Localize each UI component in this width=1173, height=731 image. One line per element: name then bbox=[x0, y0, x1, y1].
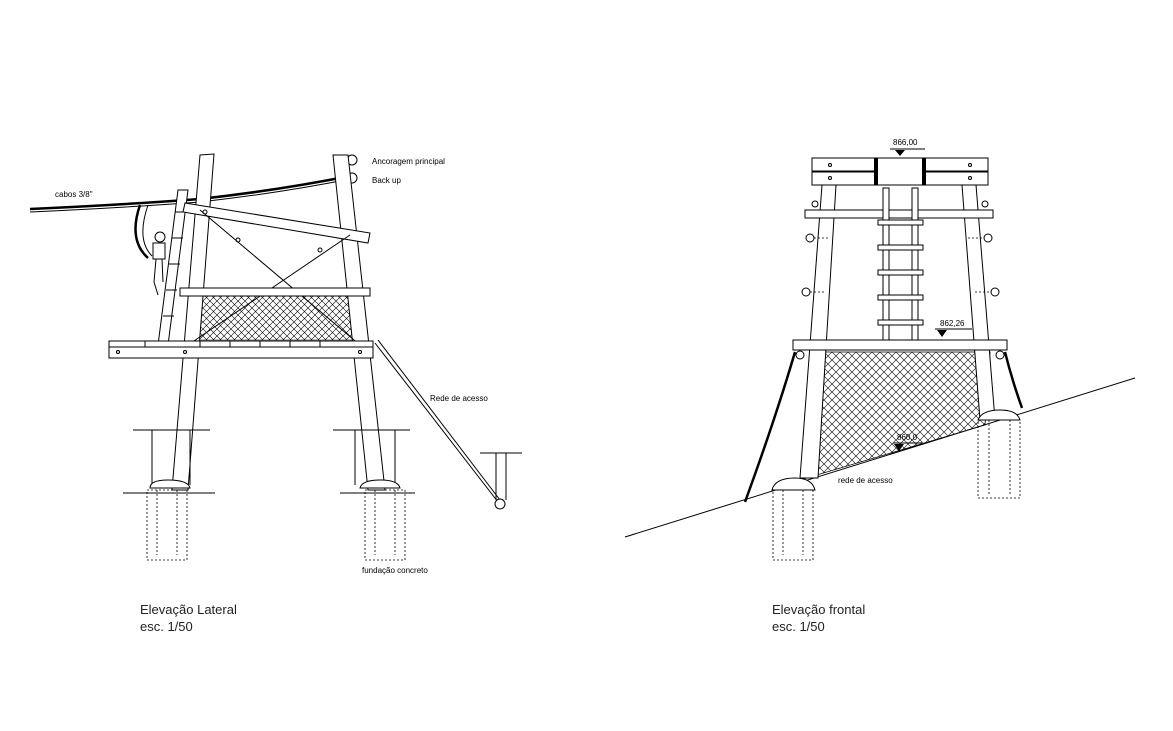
brace-a bbox=[199, 209, 361, 346]
crossbeam bbox=[804, 209, 994, 219]
upper-beam bbox=[182, 202, 371, 244]
main-anchor-label: Ancoragem principal bbox=[372, 157, 445, 166]
net-curve-right bbox=[1003, 351, 1024, 409]
front-platform bbox=[792, 339, 1008, 351]
access-net-area bbox=[799, 351, 991, 481]
level-marker-ground: 860,0 bbox=[893, 433, 922, 451]
ground-anchor bbox=[494, 498, 506, 510]
front-ladder bbox=[877, 187, 924, 341]
mid-rail bbox=[179, 287, 371, 297]
foundation-label: fundação concreto bbox=[362, 566, 428, 575]
access-net-label: Rede de acesso bbox=[430, 394, 488, 403]
deck-joists bbox=[144, 341, 321, 347]
front-access-net-label: rede de acesso bbox=[838, 476, 893, 485]
svg-text:862,26: 862,26 bbox=[940, 319, 965, 328]
front-left-pole bbox=[799, 184, 837, 479]
cable-label: cabos 3/8" bbox=[55, 190, 93, 199]
net-curve-left bbox=[743, 351, 797, 503]
safety-net bbox=[191, 294, 356, 341]
foundation-left bbox=[146, 430, 191, 561]
lateral-elevation: cabos 3/8" Ancoragem principal Back up R… bbox=[29, 153, 522, 634]
frontal-elevation: 866,00 862,26 860,0 rede de acesso Eleva… bbox=[624, 138, 1136, 634]
svg-text:866,00: 866,00 bbox=[893, 138, 918, 147]
level-marker-top: 866,00 bbox=[890, 138, 925, 156]
access-net-line bbox=[374, 342, 499, 503]
lateral-scale: esc. 1/50 bbox=[140, 619, 193, 634]
ground-slope bbox=[624, 377, 1136, 538]
climber-figure bbox=[134, 204, 166, 296]
left-pole bbox=[171, 153, 215, 491]
level-marker-platform: 862,26 bbox=[935, 319, 972, 337]
platform-deck bbox=[108, 340, 374, 359]
svg-text:860,0: 860,0 bbox=[897, 433, 918, 442]
foundation-right bbox=[354, 430, 406, 561]
lateral-title: Elevação Lateral bbox=[140, 602, 237, 617]
frontal-title: Elevação frontal bbox=[772, 602, 865, 617]
frontal-scale: esc. 1/50 bbox=[772, 619, 825, 634]
backup-label: Back up bbox=[372, 176, 401, 185]
pole-bolts bbox=[801, 200, 1000, 297]
anchor-post bbox=[480, 452, 522, 500]
front-foundation-right bbox=[977, 409, 1021, 499]
front-foundation-left bbox=[771, 477, 816, 561]
